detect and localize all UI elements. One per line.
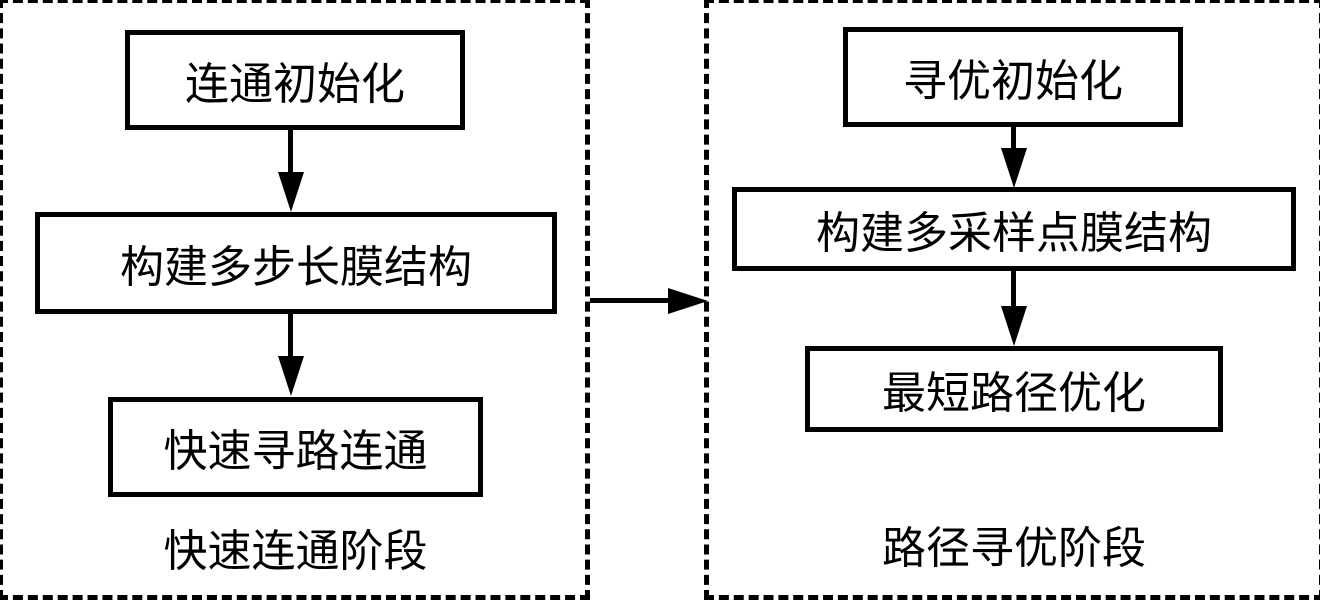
stage-connector-line [590, 298, 670, 303]
step-label: 连通初始化 [185, 59, 405, 110]
step-label: 构建多步长膜结构 [120, 242, 472, 293]
arrow-down-icon [1001, 148, 1027, 188]
arrow-right-icon [668, 288, 708, 314]
stage-fast-connect [0, 0, 590, 600]
stage-label-fast-connect: 快速连通阶段 [163, 526, 428, 577]
step-fast-pathfinding: 快速寻路连通 [108, 397, 483, 497]
arrow-down-icon [278, 172, 304, 212]
arrow-down-icon [278, 356, 304, 396]
arrow-down-icon [1001, 306, 1027, 346]
step-multi-sample-membrane: 构建多采样点膜结构 [732, 187, 1296, 271]
step-optimize-init: 寻优初始化 [843, 27, 1183, 127]
connector-line [288, 314, 293, 359]
step-label: 寻优初始化 [903, 56, 1123, 107]
connector-line [288, 130, 293, 175]
connector-line [1011, 127, 1016, 162]
step-connect-init: 连通初始化 [125, 30, 465, 130]
step-shortest-path: 最短路径优化 [805, 346, 1223, 432]
step-label: 最短路径优化 [882, 368, 1146, 419]
step-multi-step-membrane: 构建多步长膜结构 [35, 212, 557, 314]
step-label: 构建多采样点膜结构 [816, 208, 1212, 259]
step-label: 快速寻路连通 [163, 426, 428, 477]
connector-line [1011, 271, 1016, 311]
stage-label-path-optimize: 路径寻优阶段 [882, 523, 1146, 574]
